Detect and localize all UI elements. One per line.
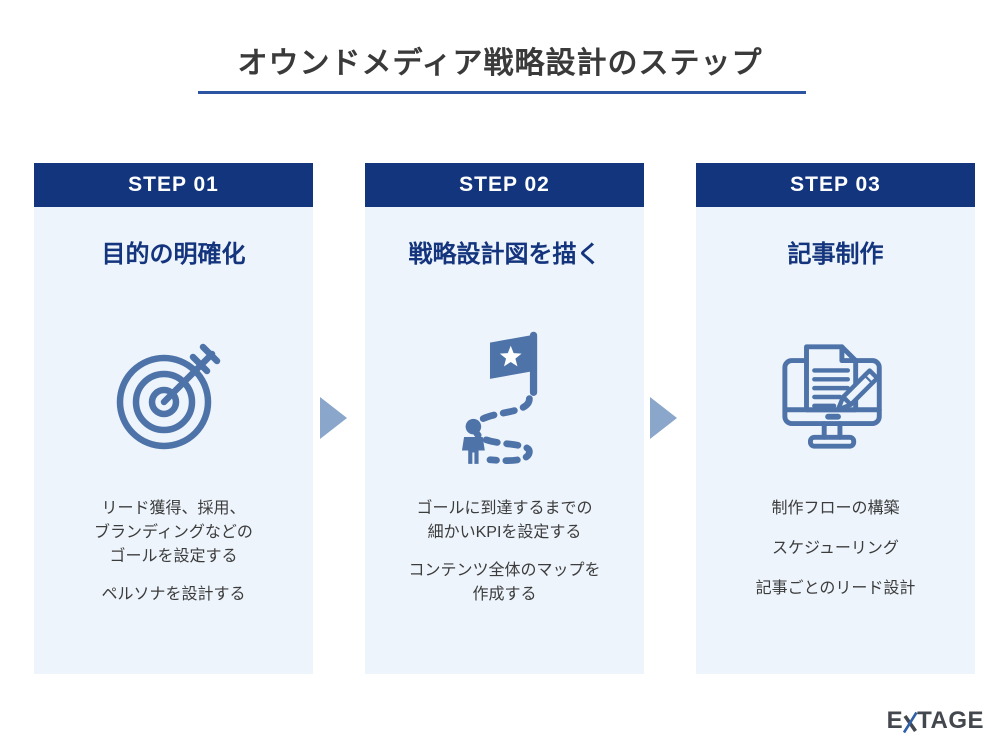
step-2-paragraph: コンテンツ全体のマップを 作成する [408,562,601,603]
route-to-goal-icon [442,321,567,471]
flow-arrow-right-icon [320,397,347,439]
step-3-title: 記事制作 [787,241,884,268]
step-1-paragraph: リード獲得、採用、 ブランディングなどの ゴールを設定する [94,500,253,565]
flow-arrow-right-icon [650,397,677,439]
step-3-description: 制作フローの構築 スケジューリング 記事ごとのリード設計 [756,497,916,617]
target-icon [114,321,234,471]
step-2-description: ゴールに到達するまでの 細かいKPIを設定する コンテンツ全体のマップを 作成す… [408,497,600,621]
title-underline [198,91,806,94]
step-card-1: STEP 01 目的の明確化 リード獲得、採用、 ブランディングなどの ゴールを… [34,163,313,674]
step-1-badge: STEP 01 [34,163,313,207]
step-1-body: 目的の明確化 リード獲得、採用、 ブランディングなどの ゴールを設定する ペルソ… [34,207,313,674]
step-2-body: 戦略設計図を描く ゴールに到達するまでの 細かいKPIを設定する コンテンツ全体… [365,207,644,674]
step-2-title: 戦略設計図を描く [408,241,601,268]
step-3-badge: STEP 03 [696,163,975,207]
step-card-2: STEP 02 戦略設計図を描く ゴールに到達するまでの 細かいKPIを設定する… [365,163,644,674]
step-1-title: 目的の明確化 [101,241,246,268]
step-1-paragraph: ペルソナを設計する [101,586,246,603]
step-2-paragraph: ゴールに到達するまでの 細かいKPIを設定する [416,500,593,541]
article-writing-icon [777,321,895,471]
step-card-3: STEP 03 記事制作 [696,163,975,674]
step-2-badge: STEP 02 [365,163,644,207]
step-3-body: 記事制作 [696,207,975,674]
step-3-paragraph: 制作フローの構築 [771,500,900,517]
logo-text-prefix: E [886,707,904,734]
step-3-paragraph: 記事ごとのリード設計 [755,580,916,597]
step-3-paragraph: スケジューリング [772,540,899,557]
page-title: オウンドメディア戦略設計のステップ [237,47,763,80]
step-1-description: リード獲得、採用、 ブランディングなどの ゴールを設定する ペルソナを設計する [94,497,253,621]
logo-x-icon [903,711,918,734]
logo-text-suffix: TAGE [917,707,984,734]
extage-logo: E TAGE [887,707,984,735]
